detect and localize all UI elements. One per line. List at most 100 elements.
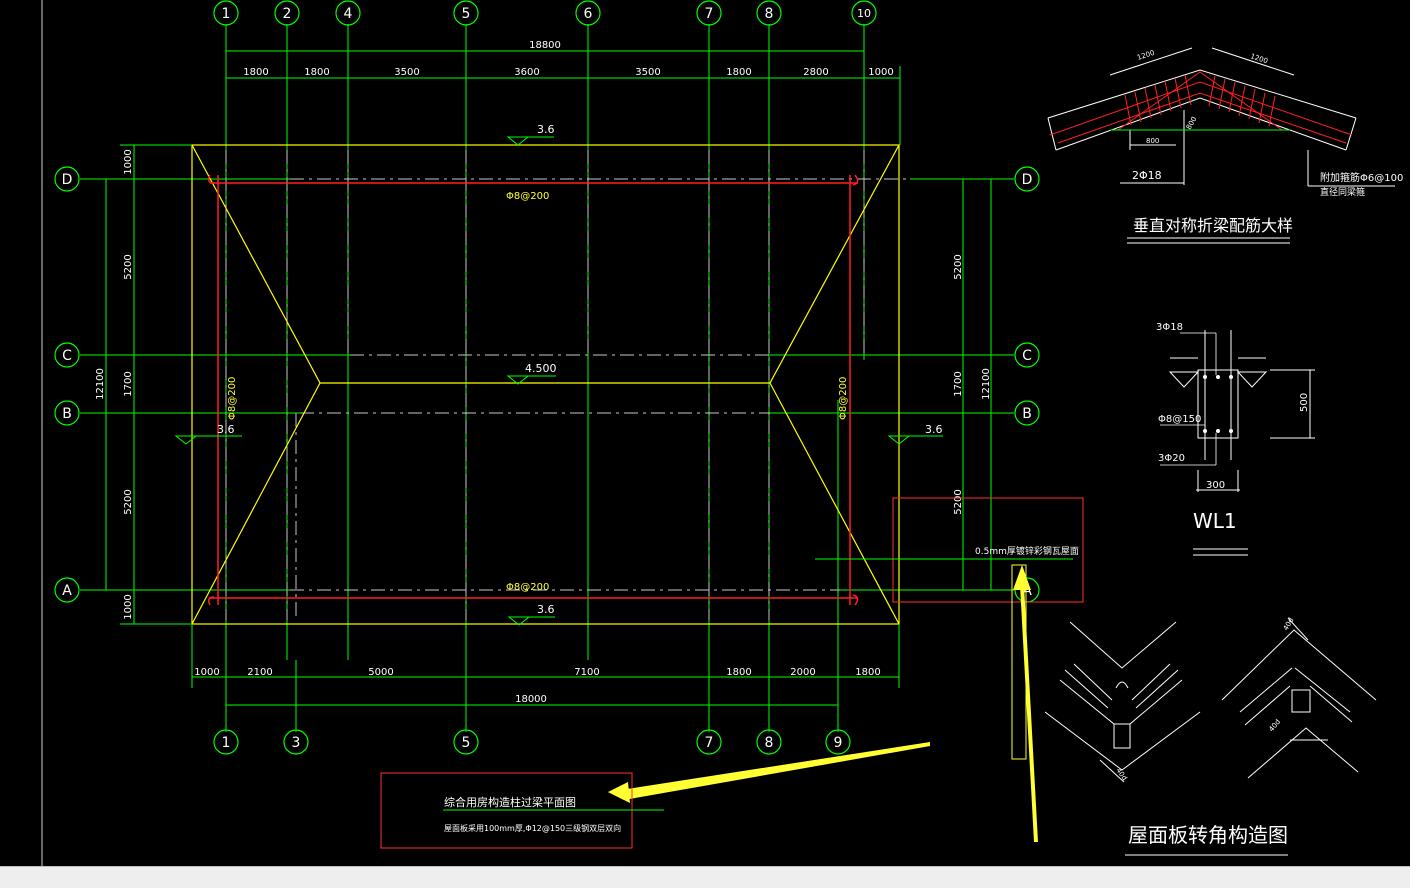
right-axis-bubbles <box>1014 166 1040 603</box>
dim-text: 800 <box>1146 137 1159 145</box>
dim-text: 1200 <box>1136 49 1155 62</box>
cad-drawing-canvas[interactable]: 1 2 4 5 6 7 8 10 1 3 5 7 8 9 D <box>0 0 1410 866</box>
top-dimension-texts: 18800 1800 1800 3500 3600 3500 1800 2800… <box>243 40 893 78</box>
dim-text: 2100 <box>247 667 272 678</box>
status-bar <box>0 866 1410 888</box>
dim-text: 2800 <box>803 67 828 78</box>
dim-text: 1000 <box>123 149 134 174</box>
elevation-bottom: 3.6 <box>537 603 555 616</box>
dim-total-right: 12100 <box>981 368 992 400</box>
detail-folded-beam[interactable]: 1200 1200 800 800 2Φ18 附加箍筋Φ6@100 直径同梁箍 … <box>1047 47 1403 244</box>
plan-title: 综合用房构造柱过梁平面图 <box>444 795 576 809</box>
rebar-lines <box>207 174 859 606</box>
axis-label: 5 <box>462 735 471 751</box>
dim-text: 1800 <box>726 667 751 678</box>
detail-roof-corner[interactable]: 40d 40d 40d 屋面板转角构造图 <box>1044 616 1377 856</box>
rebar-label-top: Φ8@200 <box>506 191 549 202</box>
beam-note-2: 直径同梁箍 <box>1320 186 1365 198</box>
plan-title-box[interactable]: 综合用房构造柱过梁平面图 屋面板采用100mm厚,Φ12@150三级钢双层双向 <box>380 772 664 849</box>
axis-label: D <box>62 172 73 188</box>
axis-label: 5 <box>462 6 471 22</box>
bottom-dimension-texts: 1000 2100 5000 7100 1800 2000 1800 18000 <box>194 667 880 705</box>
top-axis-bubbles <box>213 0 877 26</box>
yellow-arrows <box>608 565 1038 842</box>
dim-text: 1800 <box>726 67 751 78</box>
interior-dashed-grid <box>225 150 865 620</box>
dim-text: 1000 <box>194 667 219 678</box>
axis-label: 6 <box>584 6 593 22</box>
dim-text: 3500 <box>635 67 660 78</box>
bottom-axis-bubbles <box>213 729 851 755</box>
wl1-width: 300 <box>1206 480 1225 491</box>
dim-text: 1000 <box>123 594 134 619</box>
beam-bar-label: 2Φ18 <box>1132 169 1162 182</box>
dim-total-top: 18800 <box>529 40 561 51</box>
wl1-bottom-bars: 3Φ20 <box>1158 453 1185 464</box>
wl1-top-bars: 3Φ18 <box>1156 322 1183 333</box>
bottom-dimension-lines <box>191 624 900 706</box>
axis-label: 2 <box>283 6 292 22</box>
wl1-height: 500 <box>1299 393 1310 412</box>
roof-note-annotation[interactable]: 0.5mm厚镀锌彩钢瓦屋面 <box>815 497 1084 760</box>
right-dimension-texts: 5200 1700 5200 12100 <box>953 254 992 514</box>
rebar-label-left: Φ8@200 <box>227 377 238 420</box>
dim-text: 1800 <box>243 67 268 78</box>
axis-label: A <box>62 583 72 599</box>
dim-text: 5200 <box>123 254 134 279</box>
axis-label: B <box>62 406 72 422</box>
dim-text: 40d <box>1267 718 1282 733</box>
rebar-label-right: Φ8@200 <box>838 377 849 420</box>
dim-text: 5000 <box>368 667 393 678</box>
axis-label: A <box>1022 583 1032 599</box>
beam-note-1: 附加箍筋Φ6@100 <box>1320 171 1403 184</box>
wl1-stirrups: Φ8@150 <box>1158 414 1201 425</box>
axis-label: 1 <box>222 735 231 751</box>
rebar-texts: Φ8@200 Φ8@200 Φ8@200 Φ8@200 <box>227 191 849 593</box>
axis-label: 7 <box>705 735 714 751</box>
dim-text: 5200 <box>953 489 964 514</box>
top-axis-labels: 1 2 4 5 6 7 8 10 <box>222 6 871 22</box>
dim-text: 1700 <box>953 371 964 396</box>
elevation-top: 3.6 <box>537 123 555 136</box>
dim-text: 40d <box>1114 767 1128 783</box>
left-dimension-lines <box>105 144 192 625</box>
dim-text: 5200 <box>123 489 134 514</box>
right-dimension-lines <box>962 179 992 590</box>
axis-label: 10 <box>857 7 871 20</box>
axis-label: D <box>1022 172 1033 188</box>
horizontal-grid-lines <box>80 178 1014 591</box>
right-axis-labels: D C B A <box>1022 172 1033 599</box>
axis-label: 1 <box>222 6 231 22</box>
axis-label: 8 <box>765 6 774 22</box>
plan-note: 屋面板采用100mm厚,Φ12@150三级钢双层双向 <box>444 823 621 833</box>
roof-note-text: 0.5mm厚镀锌彩钢瓦屋面 <box>975 545 1079 557</box>
elevation-left: 3.6 <box>217 423 235 436</box>
corner-detail-title: 屋面板转角构造图 <box>1128 823 1288 847</box>
floor-plan[interactable]: 1 2 4 5 6 7 8 10 1 3 5 7 8 9 D <box>54 0 1040 755</box>
elevation-texts: 3.6 4.500 3.6 3.6 3.6 <box>217 123 943 616</box>
beam-detail-title: 垂直对称折梁配筋大样 <box>1133 216 1293 235</box>
dim-text: 1000 <box>868 67 893 78</box>
dim-text: 1800 <box>855 667 880 678</box>
axis-label: 7 <box>705 6 714 22</box>
dim-text: 800 <box>1185 115 1199 131</box>
dim-text: 1800 <box>304 67 329 78</box>
roof-outline <box>191 144 900 625</box>
horizontal-dashed-grid <box>290 178 910 591</box>
axis-label: 8 <box>765 735 774 751</box>
dim-text: 3600 <box>514 67 539 78</box>
detail-wl1-section[interactable]: 3Φ18 Φ8@150 3Φ20 500 300 WL1 <box>1156 322 1315 556</box>
axis-label: C <box>62 348 72 364</box>
elevation-ridge: 4.500 <box>525 362 557 375</box>
dim-total-left: 12100 <box>95 368 106 400</box>
left-axis-labels: D C B A <box>62 172 73 599</box>
axis-label: 3 <box>292 735 301 751</box>
top-dimension-lines <box>226 50 901 145</box>
dim-text: 5200 <box>953 254 964 279</box>
dim-text: 2000 <box>790 667 815 678</box>
elevation-right: 3.6 <box>925 423 943 436</box>
left-axis-bubbles <box>54 166 80 603</box>
wl1-title: WL1 <box>1193 509 1237 533</box>
bottom-axis-labels: 1 3 5 7 8 9 <box>222 735 843 751</box>
elevation-markers <box>174 136 943 626</box>
